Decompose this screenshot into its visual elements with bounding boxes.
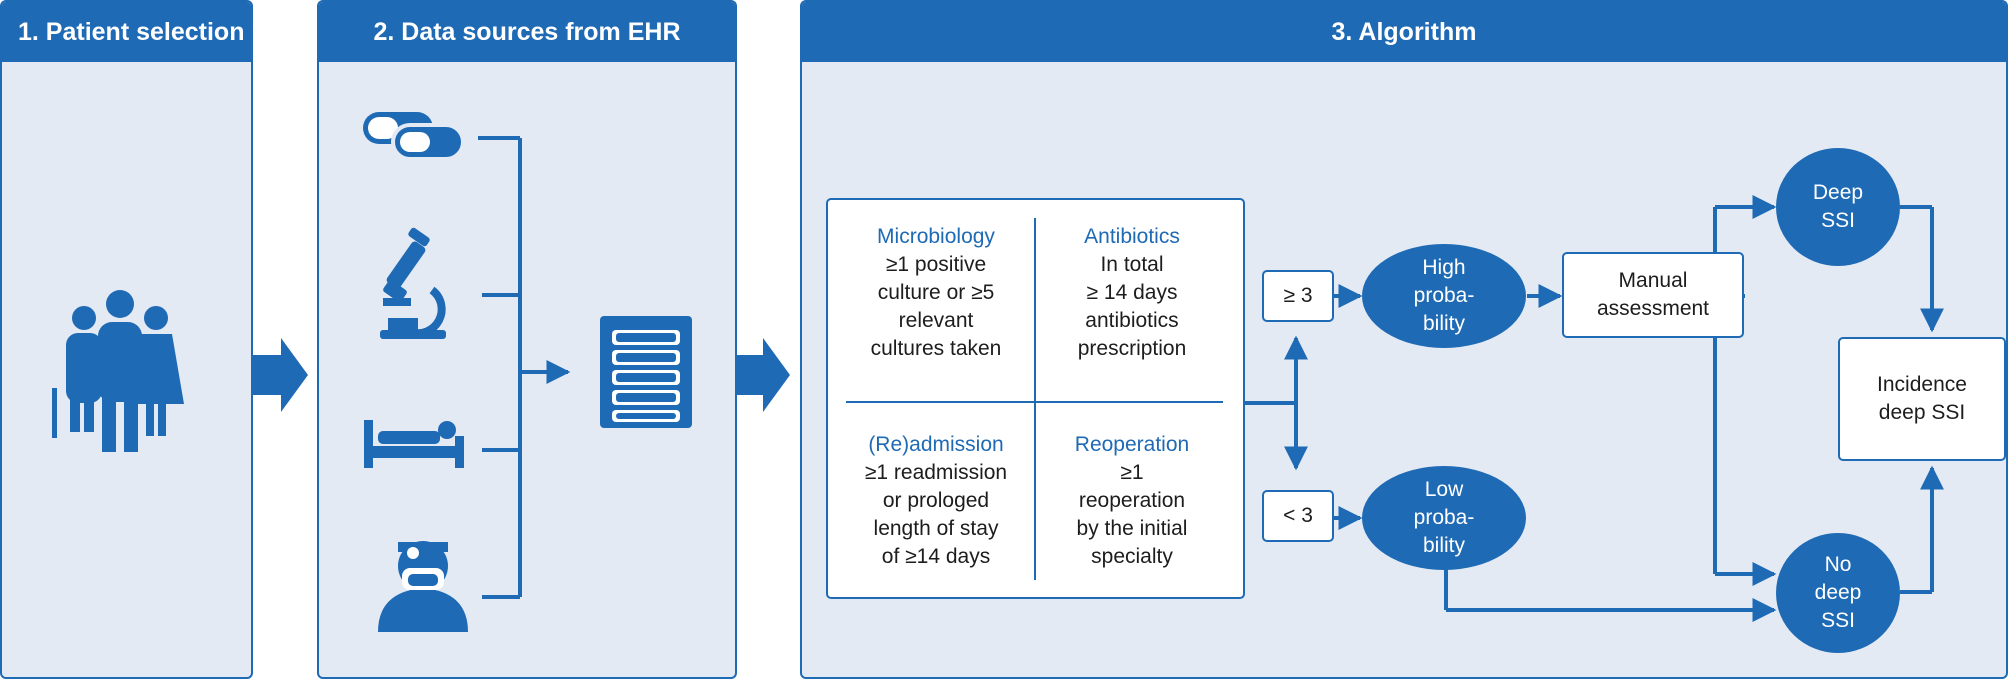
criterion-line: by the initial — [1076, 517, 1188, 540]
pills-icon — [363, 112, 465, 161]
criterion-microbiology: Microbiology ≥1 positive culture or ≥5 r… — [846, 223, 1026, 363]
panel-title-patient-selection: 1. Patient selection — [18, 18, 245, 46]
incidence-box — [1838, 337, 2006, 461]
criterion-line: specialty — [1091, 545, 1173, 568]
criterion-line: ≥1 — [1120, 461, 1144, 484]
low-probability-node: Low proba- bility — [1362, 466, 1526, 570]
criterion-line: relevant — [898, 309, 974, 332]
criterion-line: cultures taken — [870, 337, 1002, 360]
no-deep-ssi-node: No deep SSI — [1776, 533, 1900, 653]
panel-header: 2. Data sources from EHR — [319, 2, 735, 62]
manual-assessment-label: Manual assessment — [1562, 252, 1744, 338]
criterion-reoperation: Reoperation ≥1 reoperation by the initia… — [1042, 431, 1222, 571]
criterion-header: (Re)admission — [868, 433, 1004, 456]
criterion-header: Microbiology — [877, 225, 995, 248]
criterion-line: length of stay — [873, 517, 999, 540]
manual-assessment-text: Manual assessment — [1596, 269, 1710, 320]
criterion-line: prescription — [1077, 337, 1187, 360]
microscope-icon — [380, 227, 446, 339]
manual-assessment-box — [1562, 252, 1744, 338]
criterion-line: of ≥14 days — [881, 545, 991, 568]
score-low-box — [1262, 490, 1334, 542]
criterion-header: Antibiotics — [1084, 225, 1180, 248]
surgeon-icon — [378, 541, 468, 632]
panel-patient-selection: 1. Patient selection — [0, 0, 253, 679]
criterion-line: In total — [1100, 253, 1164, 276]
panel-header: 3. Algorithm — [802, 2, 2006, 62]
panel-transition-arrow-1 — [253, 338, 308, 412]
criterion-line: or prologed — [882, 489, 990, 512]
criterion-line: antibiotics — [1085, 309, 1179, 332]
panel-header: 1. Patient selection — [2, 2, 251, 62]
people-group-icon — [52, 290, 184, 452]
score-high-box — [1262, 270, 1334, 322]
criterion-line: ≥1 positive — [885, 253, 987, 276]
deep-ssi-label: Deep SSI — [1812, 181, 1864, 232]
criterion-line: ≥1 readmission — [864, 461, 1008, 484]
deep-ssi-node: Deep SSI — [1776, 148, 1900, 266]
low-probability-label: Low proba- bility — [1413, 478, 1475, 557]
server-database-icon — [600, 316, 692, 428]
high-probability-node: High proba- bility — [1362, 244, 1526, 348]
panel-title-algorithm: 3. Algorithm — [1331, 18, 1477, 46]
incidence-text: Incidence deep SSI — [1877, 373, 1967, 424]
criterion-header: Reoperation — [1074, 433, 1190, 456]
score-high-label: ≥ 3 — [1283, 284, 1313, 307]
criterion-line: culture or ≥5 — [877, 281, 995, 304]
incidence-label: Incidence deep SSI — [1838, 337, 2006, 461]
high-probability-label: High proba- bility — [1413, 256, 1475, 335]
hospital-bed-icon — [364, 420, 464, 468]
score-low-label: < 3 — [1283, 504, 1313, 527]
data-source-bracket — [478, 136, 571, 599]
criterion-readmission: (Re)admission ≥1 readmission or prologed… — [846, 431, 1026, 571]
panel-title-data-sources: 2. Data sources from EHR — [373, 18, 681, 46]
panel-transition-arrow-2 — [737, 338, 790, 412]
criterion-antibiotics: Antibiotics In total ≥ 14 days antibioti… — [1042, 223, 1222, 363]
criterion-line: reoperation — [1078, 489, 1186, 512]
no-deep-ssi-label: No deep SSI — [1814, 553, 1862, 632]
criterion-line: ≥ 14 days — [1086, 281, 1178, 304]
